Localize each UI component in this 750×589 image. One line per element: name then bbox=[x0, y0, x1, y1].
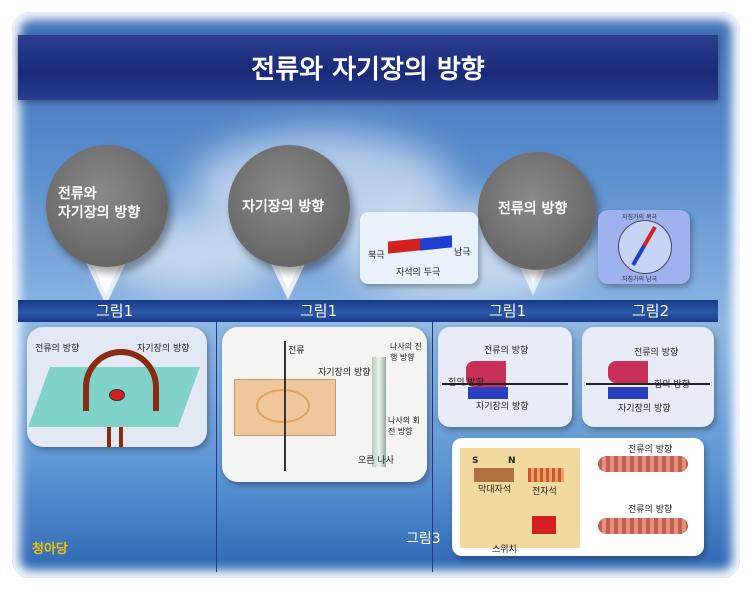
south-pole-label: 남극 bbox=[454, 248, 471, 258]
divider-line bbox=[216, 322, 217, 572]
timeline-label: 그림2 bbox=[632, 302, 670, 320]
magnet-figure: 북극 남극 자석의 두극 bbox=[360, 212, 478, 284]
page-title: 전류와 자기장의 방향 bbox=[251, 55, 485, 85]
field-dir-label: 자기장의 방향 bbox=[618, 404, 671, 414]
rail bbox=[586, 383, 710, 385]
figure-electromagnet: 막대자석 전자석 스위치 전류의 방향 전류의 방향 S N bbox=[452, 438, 704, 556]
figure-force-a: 전류의 방향 힘의 방향 자기장의 방향 bbox=[438, 327, 572, 427]
magnet-blue bbox=[608, 387, 648, 399]
magnet-blue bbox=[468, 387, 508, 399]
current-dir-label: 전류의 방향 bbox=[634, 348, 679, 358]
field-dir-label: 자기장의 방향 bbox=[476, 402, 529, 412]
wire bbox=[284, 341, 286, 471]
timeline-label: 그림1 bbox=[489, 302, 527, 320]
magnet-red bbox=[608, 361, 648, 383]
coil-a bbox=[598, 456, 688, 472]
pin-marker bbox=[478, 152, 596, 270]
coil-b bbox=[598, 518, 688, 534]
force-dir-label: 힘의 방향 bbox=[654, 380, 690, 390]
electromagnet-coil bbox=[528, 468, 564, 482]
switch-label: 스위치 bbox=[492, 545, 517, 555]
n-pole-label: N bbox=[508, 456, 516, 466]
wire-lead bbox=[119, 427, 123, 447]
wire-lead bbox=[107, 427, 111, 447]
field-ring bbox=[256, 389, 310, 423]
pin-label: 전류와 자기장의 방향 bbox=[58, 185, 140, 223]
s-pole-label: S bbox=[472, 456, 479, 466]
apparatus-backdrop bbox=[460, 448, 580, 548]
force-dir-label: 힘의 방향 bbox=[448, 378, 484, 388]
bar-magnet-label: 막대자석 bbox=[478, 485, 512, 495]
north-pole-label: 북극 bbox=[368, 251, 385, 261]
current-dir-label-a: 전류의 방향 bbox=[628, 445, 673, 455]
compass-figure: 자침가의 북극 자침가의 남극 bbox=[598, 210, 690, 284]
current-dir-label: 전류의 방향 bbox=[35, 344, 80, 354]
compass-top-label: 자침가의 북극 bbox=[622, 214, 658, 221]
credit-text: 청아당 bbox=[32, 542, 68, 557]
pin-marker bbox=[46, 145, 168, 267]
pin-label-line2: 자기장의 방향 bbox=[58, 205, 141, 221]
title-bar: 전류와 자기장의 방향 bbox=[18, 35, 718, 100]
timeline-bar bbox=[18, 300, 718, 322]
pin-label: 자기장의 방향 bbox=[242, 199, 325, 215]
bar-magnet bbox=[474, 468, 514, 482]
pin-marker bbox=[228, 145, 350, 267]
field-label: 자기장의 방향 bbox=[318, 368, 371, 378]
rail bbox=[442, 383, 568, 385]
figure3-label: 그림3 bbox=[406, 531, 441, 547]
wire-crosssection bbox=[109, 389, 125, 401]
figure-current-field: 전류의 방향 자기장의 방향 bbox=[27, 327, 207, 447]
field-dir-label: 자기장의 방향 bbox=[137, 344, 190, 354]
screw bbox=[372, 357, 386, 467]
figure-right-screw: 전류 자기장의 방향 나사의 진행 방향 나사의 회전 방향 오른 나사 bbox=[222, 327, 427, 482]
compass-bottom-label: 자침가의 남극 bbox=[622, 276, 658, 283]
battery bbox=[532, 516, 556, 534]
magnet-blue-pole bbox=[420, 235, 452, 251]
electromagnet-label: 전자석 bbox=[532, 487, 557, 497]
current-dir-label-b: 전류의 방향 bbox=[628, 505, 673, 515]
screw-rotate-label: 나사의 회전 방향 bbox=[388, 416, 420, 436]
timeline-label: 그림1 bbox=[300, 302, 338, 320]
current-label: 전류 bbox=[288, 346, 305, 356]
current-dir-label: 전류의 방향 bbox=[484, 346, 529, 356]
field-arc bbox=[83, 349, 159, 411]
divider-line bbox=[432, 322, 433, 572]
magnet-red-pole bbox=[388, 238, 420, 254]
screw-label: 오른 나사 bbox=[358, 456, 394, 466]
figure-force-b: 전류의 방향 힘의 방향 자기장의 방향 bbox=[582, 327, 714, 427]
pin-label-line1: 전류와 bbox=[58, 186, 97, 202]
pin-label: 전류의 방향 bbox=[498, 201, 568, 217]
magnet-red bbox=[466, 361, 506, 387]
timeline-label: 그림1 bbox=[96, 302, 134, 320]
screw-advance-label: 나사의 진행 방향 bbox=[390, 342, 422, 362]
magnet-caption: 자석의 두극 bbox=[396, 268, 441, 278]
